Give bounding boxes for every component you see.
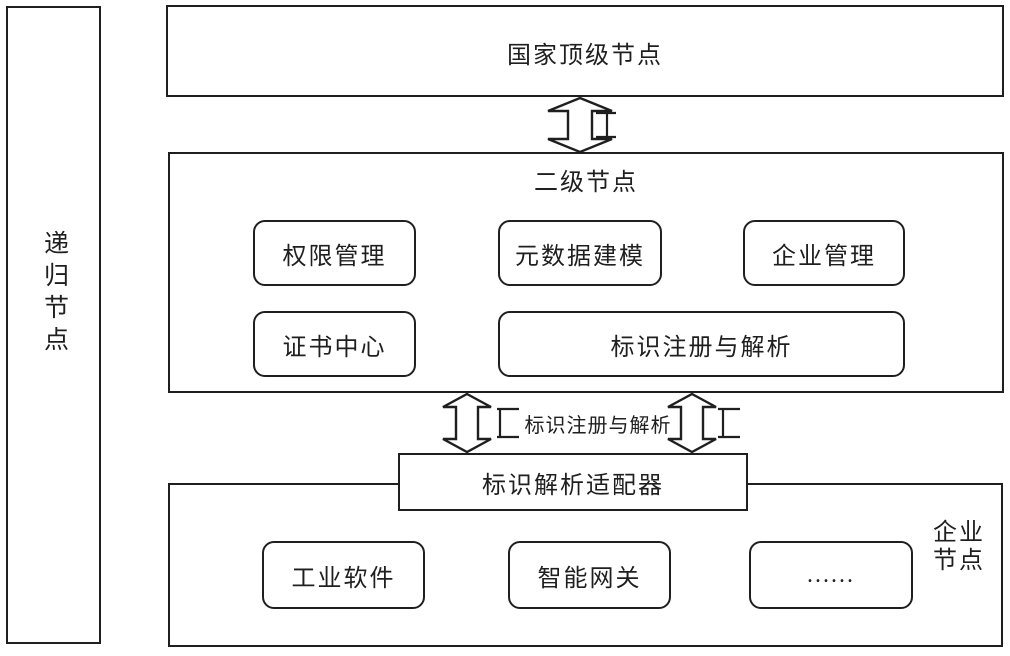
module-enterprise-mgmt: 企业管理 [743, 220, 905, 286]
module-permission-mgmt-label: 权限管理 [282, 243, 387, 270]
adapter-box: 标识解析适配器 [398, 453, 748, 511]
up-down-arrow-icon [547, 96, 616, 154]
module-id-register-resolve-label: 标识注册与解析 [610, 334, 793, 361]
module-smart-gateway: 智能网关 [508, 541, 671, 609]
top-node-box: 国家顶级节点 [166, 5, 1004, 97]
module-ellipsis-label: ...... [807, 561, 855, 588]
up-down-arrow-icon [667, 392, 740, 454]
recursive-node-label: 递归节点 [40, 230, 68, 358]
recursive-node-box: 递归节点 [6, 6, 101, 644]
module-ellipsis: ...... [749, 541, 913, 609]
module-smart-gateway-label: 智能网关 [537, 565, 642, 592]
module-metadata-modeling-label: 元数据建模 [515, 243, 645, 270]
enterprise-node-label: 企业 节点 [933, 519, 989, 575]
second-node-label: 二级节点 [534, 170, 638, 196]
module-enterprise-mgmt-label: 企业管理 [772, 243, 876, 270]
module-metadata-modeling: 元数据建模 [498, 220, 662, 286]
enterprise-node-label-line2: 节点 [933, 548, 985, 574]
top-node-label: 国家顶级节点 [507, 43, 663, 69]
module-certificate-center-label: 证书中心 [282, 334, 387, 361]
connection-label: 标识注册与解析 [524, 415, 672, 437]
module-id-register-resolve: 标识注册与解析 [498, 311, 905, 377]
module-certificate-center: 证书中心 [253, 311, 416, 377]
module-industrial-software-label: 工业软件 [291, 565, 396, 592]
adapter-label: 标识解析适配器 [482, 472, 664, 499]
module-industrial-software: 工业软件 [262, 541, 425, 609]
up-down-arrow-icon [442, 392, 519, 454]
enterprise-node-label-line1: 企业 [933, 520, 985, 546]
module-permission-mgmt: 权限管理 [253, 220, 416, 286]
